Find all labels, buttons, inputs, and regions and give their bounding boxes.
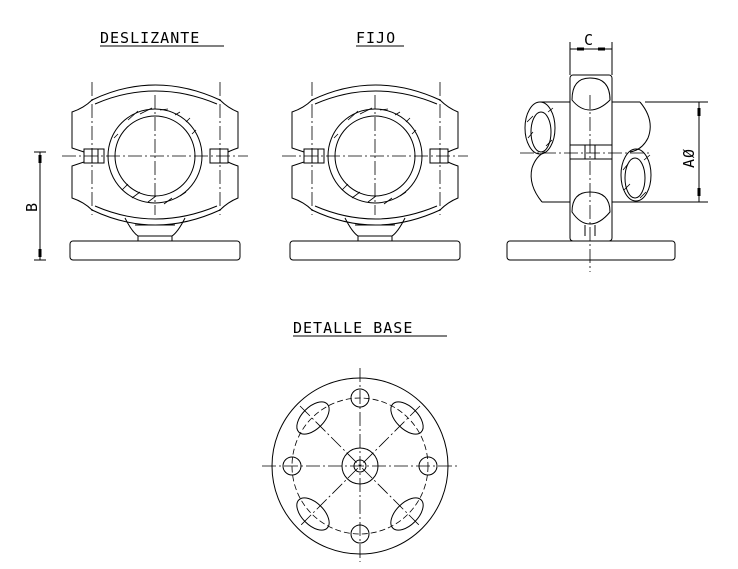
dimension-c-label: C xyxy=(584,31,594,49)
title-fixed: FIJO xyxy=(356,29,396,47)
side-view xyxy=(506,74,676,272)
dimension-c: C xyxy=(569,31,613,75)
dimension-a-label: AØ xyxy=(680,148,698,168)
dimension-a-diameter: AØ xyxy=(645,101,708,203)
sliding-clamp-view xyxy=(61,81,249,261)
title-sliding: DESLIZANTE xyxy=(100,29,200,47)
fixed-clamp-view xyxy=(281,81,469,261)
dimension-b: B xyxy=(23,151,46,261)
base-detail-view xyxy=(262,368,458,562)
title-base-detail: DETALLE BASE xyxy=(293,319,413,337)
dimension-b-label: B xyxy=(23,202,41,212)
